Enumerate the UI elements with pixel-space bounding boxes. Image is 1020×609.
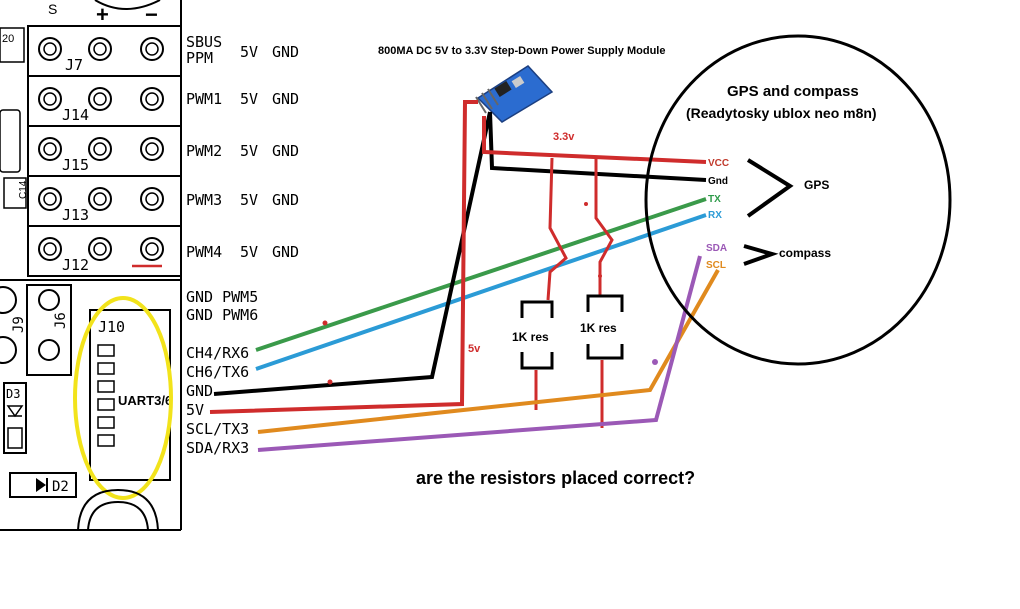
uart-highlight	[73, 296, 173, 500]
wire-orange-scl	[257, 269, 720, 434]
connector-label: SBUS	[186, 33, 222, 51]
wire-black-gnd-board	[213, 111, 492, 396]
connector-id: J15	[62, 156, 89, 174]
connector-row-1: J14 PWM1 5V GND	[27, 75, 299, 127]
gps-pin-scl: SCL	[706, 260, 726, 271]
label-gnd-pwm6: GND PWM6	[186, 306, 258, 324]
label-c14: C14	[18, 180, 29, 199]
wire-green-tx	[255, 197, 707, 352]
label-j10: J10	[98, 318, 125, 336]
connector-label-2: PPM	[186, 49, 213, 67]
label-s: S	[48, 1, 57, 17]
connector-label: PWM4	[186, 243, 222, 261]
pin-ch4-rx6: CH4/RX6	[186, 344, 249, 362]
label-j6: J6	[53, 312, 69, 329]
gps-pin-sda: SDA	[706, 243, 727, 254]
gps-title: GPS and compass	[727, 83, 859, 100]
connector-id: J13	[62, 206, 89, 224]
pin-scl-tx3: SCL/TX3	[186, 420, 249, 438]
wire-blue-rx	[255, 213, 707, 371]
wire-red-3v3	[482, 116, 707, 164]
connector-id: J12	[62, 256, 89, 274]
label-20: 20	[2, 33, 14, 45]
label-j9: J9	[11, 316, 27, 333]
wire-red-5v	[209, 100, 478, 414]
wire-res1-top	[546, 157, 568, 301]
gps-pin-rx: RX	[708, 210, 722, 221]
label-d3: D3	[6, 387, 20, 401]
gps-pin-gnd: Gnd	[708, 176, 728, 187]
wires	[209, 100, 720, 452]
connector-gnd: GND	[272, 90, 299, 108]
connector-row-2: J15 PWM2 5V GND	[27, 125, 299, 177]
connector-gnd: GND	[272, 43, 299, 61]
pin-gnd: GND	[186, 382, 213, 400]
module-title: 800MA DC 5V to 3.3V Step-Down Power Supp…	[378, 45, 665, 57]
connector-id: J14	[62, 106, 89, 124]
connector-label: PWM2	[186, 142, 222, 160]
compass-label: compass	[779, 246, 831, 260]
connector-5v: 5V	[240, 243, 258, 261]
connector-row-3: J13 PWM3 5V GND	[27, 175, 299, 227]
gps-pin-vcc: VCC	[708, 158, 729, 169]
pin-5v: 5V	[186, 401, 204, 419]
wire-black-gnd-gps	[488, 111, 707, 182]
connector-5v: 5V	[240, 142, 258, 160]
uart-label: UART3/6	[118, 393, 172, 408]
pin-ch6-tx6: CH6/TX6	[186, 363, 249, 381]
connector-row-0: J7 SBUS PPM 5V GND	[27, 25, 299, 77]
connector-label: PWM3	[186, 191, 222, 209]
connector-5v: 5V	[240, 191, 258, 209]
label-3v3: 3.3v	[553, 131, 575, 143]
gps-subtitle: (Readytosky ublox neo m8n)	[686, 105, 877, 121]
connector-row-4: J12 PWM4 5V GND	[27, 225, 299, 277]
connector-gnd: GND	[272, 142, 299, 160]
gps-pin-tx: TX	[708, 194, 721, 205]
wire-res2-top	[594, 158, 614, 296]
question-text: are the resistors placed correct?	[416, 468, 695, 488]
resistor-label: 1K res	[512, 330, 549, 344]
step-down-module	[475, 65, 554, 123]
connector-5v: 5V	[240, 43, 258, 61]
resistor-label: 1K res	[580, 321, 617, 335]
flight-controller-board: S + − J7 SBUS PPM 5V GND J14 PWM1 5V GND	[0, 0, 299, 531]
gps-label: GPS	[804, 178, 829, 192]
label-d2: D2	[52, 479, 69, 495]
label-gnd-pwm5: GND PWM5	[186, 288, 258, 306]
pin-sda-rx3: SDA/RX3	[186, 439, 249, 457]
connector-gnd: GND	[272, 243, 299, 261]
connector-id: J7	[65, 56, 83, 74]
gps-compass-module: GPS and compass (Readytosky ublox neo m8…	[644, 34, 952, 366]
label-plus: +	[96, 2, 109, 27]
connector-gnd: GND	[272, 191, 299, 209]
resistor-2: 1K res	[580, 294, 624, 360]
resistor-1: 1K res	[512, 300, 554, 370]
label-minus: −	[145, 2, 158, 27]
connector-5v: 5V	[240, 90, 258, 108]
connector-label: PWM1	[186, 90, 222, 108]
label-5v-wire: 5v	[468, 343, 481, 355]
